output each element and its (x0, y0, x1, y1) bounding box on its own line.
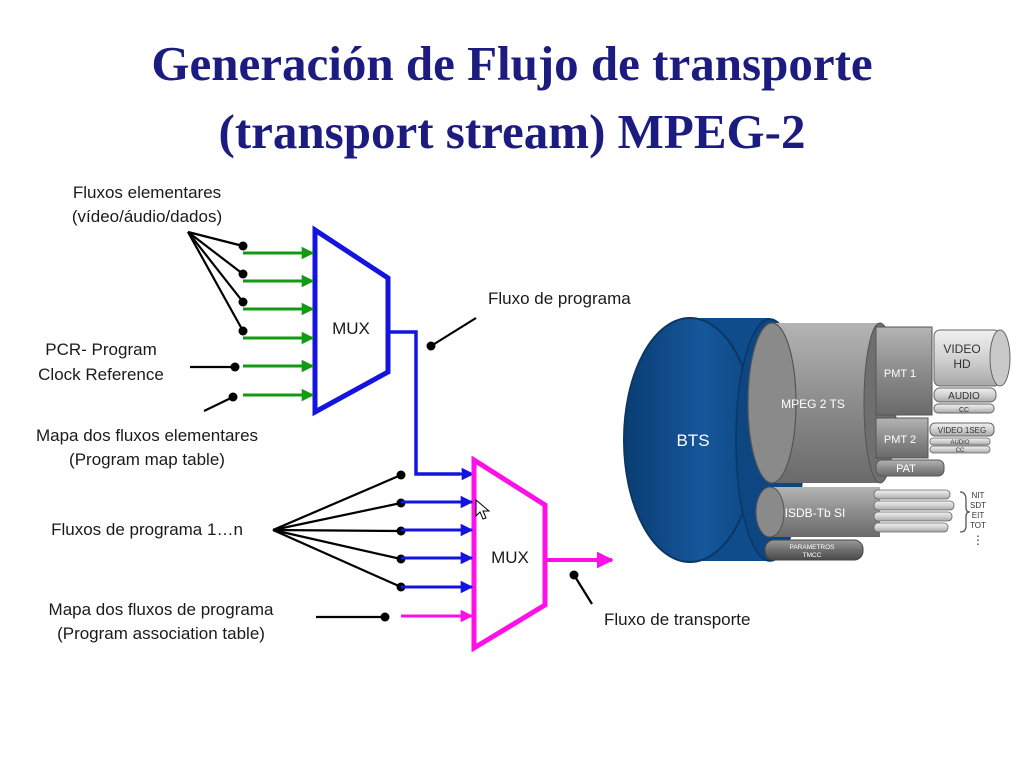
transport-flow-switch (573, 574, 593, 605)
cable-si-nit: NIT (972, 491, 985, 500)
label-pmt-1: Mapa dos fluxos elementares (36, 426, 258, 445)
label-pmt-2: (Program map table) (69, 450, 225, 469)
cable-isdb-label: ISDB-Tb SI (785, 506, 846, 520)
cable-video-hd-1: VIDEO (943, 342, 980, 356)
cable-param-1: PARAMETROS (789, 544, 835, 551)
cable-si-tot: TOT (970, 521, 986, 530)
label-pat-1: Mapa dos fluxos de programa (49, 600, 274, 619)
label-pcr-1: PCR- Program (45, 340, 156, 359)
lower-mux-block: MUX (471, 455, 548, 653)
slide-title-line-1: Generación de Flujo de transporte (151, 36, 873, 91)
cable-bts-label: BTS (676, 431, 709, 450)
cable-audio-label: AUDIO (948, 391, 980, 402)
cable-param-2: TMCC (803, 552, 822, 559)
bts-cable-illustration: BTS MPEG 2 TS PMT 1 VIDEO HD AUDIO CC PM… (623, 317, 1011, 563)
slide-title-line-2: (transport stream) MPEG-2 (218, 104, 806, 159)
label-program-streams: Fluxos de programa 1…n (51, 520, 243, 539)
cable-video-1seg-label: VIDEO 1SEG (938, 426, 986, 435)
lower-mux-input-arrows (401, 495, 474, 623)
label-elementary-streams-2: (vídeo/áudio/dados) (72, 207, 222, 226)
cable-video-hd-2: HD (953, 357, 971, 371)
cable-audio-small-label: AUDIO (950, 440, 969, 446)
label-program-flow: Fluxo de programa (488, 289, 631, 308)
program-stream-wires (272, 470, 406, 622)
cable-si-eit: EIT (972, 511, 985, 520)
cable-mpeg2ts-label: MPEG 2 TS (781, 397, 845, 411)
cable-cc-small-label: CC (956, 448, 965, 454)
cable-si-sdt: SDT (970, 501, 986, 510)
lower-mux-label: MUX (491, 548, 529, 567)
upper-mux-label: MUX (332, 319, 370, 338)
label-elementary-streams-1: Fluxos elementares (73, 183, 221, 202)
label-transport-flow: Fluxo de transporte (604, 610, 750, 629)
cursor-pointer-icon (475, 498, 491, 520)
program-flow-switch (430, 317, 477, 347)
label-pcr-2: Clock Reference (38, 365, 164, 384)
cable-cc-label: CC (959, 407, 969, 414)
cable-si-more: ⋮ (972, 533, 984, 547)
upper-to-lower-connection (388, 330, 460, 476)
cable-pmt1-label: PMT 1 (884, 368, 916, 380)
elementary-stream-wires (187, 230, 248, 412)
upper-mux-input-arrows (243, 246, 315, 402)
cable-pat-label: PAT (896, 463, 916, 475)
label-pat-2: (Program association table) (57, 624, 265, 643)
upper-mux-block: MUX (312, 225, 391, 417)
cable-pmt2-label: PMT 2 (884, 434, 916, 446)
